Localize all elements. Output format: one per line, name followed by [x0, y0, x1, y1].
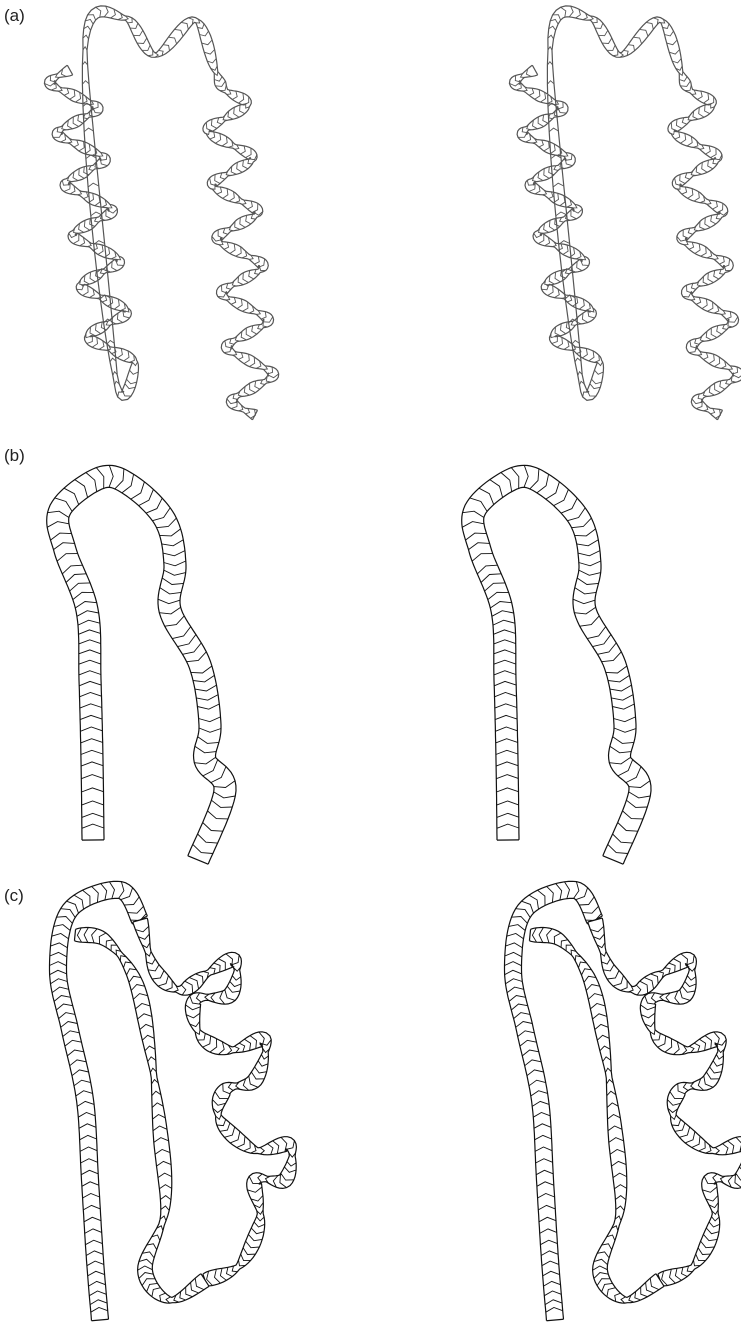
stereo-right-ribbon-b [445, 440, 741, 880]
panel-c: (c) [0, 880, 741, 1339]
ribbon-body [50, 881, 148, 1320]
ribbon-body [505, 881, 603, 1320]
ribbon-body [462, 465, 651, 864]
panel-a: (a) [0, 0, 741, 440]
stereo-right-ribbon-c [485, 880, 741, 1339]
panel-a-label: (a) [4, 6, 25, 26]
ribbon-body [44, 6, 278, 420]
panel-b-label: (b) [4, 446, 25, 466]
stereo-left-ribbon-a [30, 0, 330, 440]
stereo-left-ribbon-c [30, 880, 330, 1339]
ribbon-edge-left [509, 17, 733, 420]
stereo-right-ribbon-a [495, 0, 741, 440]
ribbon-edge-left [44, 17, 268, 420]
panel-b: (b) [0, 440, 741, 880]
ribbon-body [47, 465, 236, 864]
panel-c-label: (c) [4, 886, 24, 906]
stereo-left-ribbon-b [30, 440, 330, 880]
